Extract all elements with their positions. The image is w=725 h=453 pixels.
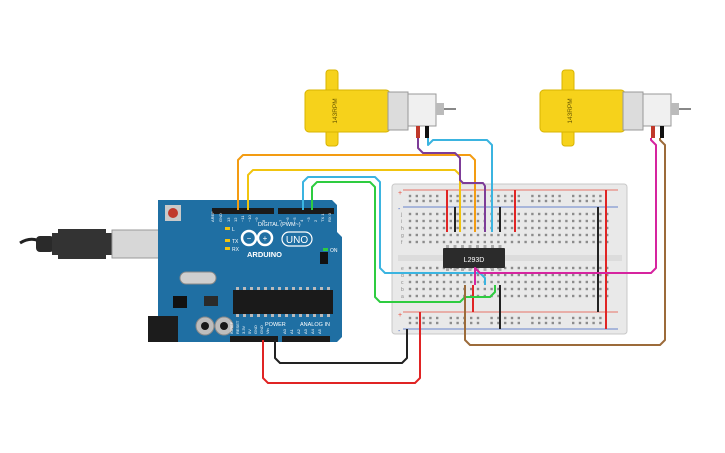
motor-1[interactable]: 143RPM xyxy=(304,69,456,147)
wire-red-5v[interactable] xyxy=(262,312,421,384)
analog-label: ANALOG IN xyxy=(300,322,330,328)
row-letter: f xyxy=(401,240,403,246)
row-letter: d xyxy=(401,273,404,279)
row-letter: i xyxy=(401,219,402,225)
arduino-uno-board[interactable]: − + UNO ARDUINO DIGITAL (PWM~) POWER ANA… xyxy=(19,200,342,342)
power-pin-label: RESET xyxy=(235,320,240,334)
tx-label: TX xyxy=(232,239,239,245)
power-pin-label: A2 xyxy=(296,328,301,334)
wires xyxy=(237,138,666,384)
rail-minus-label-bottom: - xyxy=(398,328,401,335)
motor-2[interactable]: 143RPM xyxy=(539,69,691,147)
power-pin-label: A1 xyxy=(289,328,294,334)
digital-pin-label: RX 0 xyxy=(327,212,332,222)
digital-pin-label: ~10 xyxy=(247,214,252,222)
power-label: POWER xyxy=(265,322,286,328)
motor-2-label: 143RPM xyxy=(567,98,574,123)
wire-yellow[interactable] xyxy=(247,169,461,232)
wire-light-blue-motor[interactable] xyxy=(427,138,493,232)
digital-pin-label: ~9 xyxy=(254,217,259,222)
power-pin-label: GND xyxy=(259,325,264,334)
wire-magenta[interactable] xyxy=(474,138,657,285)
row-letter: c xyxy=(401,280,404,286)
power-pin-label: Vin xyxy=(265,328,270,334)
row-letter: h xyxy=(401,226,404,232)
row-letter: e xyxy=(401,266,404,272)
l293d-chip[interactable]: L293D xyxy=(443,245,505,271)
l-label: L xyxy=(232,227,235,233)
wire-blue[interactable] xyxy=(302,176,486,285)
chip-label: L293D xyxy=(464,257,485,264)
power-pin-label: A4 xyxy=(310,328,315,334)
svg-text:+: + xyxy=(263,234,268,243)
wire-brown[interactable] xyxy=(464,138,666,346)
power-pin-label: A0 xyxy=(282,328,287,334)
digital-pin-label: GND xyxy=(218,213,223,222)
power-pin-label: 3.3V xyxy=(241,325,246,334)
rail-plus-label-bottom: + xyxy=(398,312,402,319)
arduino-logo: − + xyxy=(240,229,274,247)
power-pin-label: A3 xyxy=(303,328,308,334)
motor-1-label: 143RPM xyxy=(332,98,339,123)
digital-pin-label: ~5 xyxy=(292,217,297,222)
row-letter: j xyxy=(400,212,402,218)
digital-pin-label: ~3 xyxy=(306,217,311,222)
digital-pin-label: 8 xyxy=(261,219,266,222)
digital-pin-label: TX 1 xyxy=(320,213,325,222)
digital-pin-label: 12 xyxy=(233,217,238,222)
row-letter: b xyxy=(401,287,404,293)
wire-black-gnd[interactable] xyxy=(274,329,408,364)
wire-orange[interactable] xyxy=(237,154,476,232)
rail-plus-label: + xyxy=(398,190,402,197)
digital-pin-label: 7 xyxy=(278,219,283,222)
digital-label: DIGITAL (PWM~) xyxy=(258,222,301,228)
digital-pin-label: ~11 xyxy=(240,215,245,222)
digital-pin-label: 2 xyxy=(313,219,318,222)
svg-text:−: − xyxy=(247,234,252,243)
power-pin-label: 5V xyxy=(247,329,252,334)
power-pin-label: IOREF xyxy=(229,321,234,334)
rail-minus-label: - xyxy=(398,206,401,213)
digital-pin-label: 4 xyxy=(299,219,304,222)
digital-pin-label: 13 xyxy=(226,217,231,222)
digital-pin-label: ~6 xyxy=(285,217,290,222)
row-letter: g xyxy=(401,233,404,239)
digital-pin-label: AREF xyxy=(210,211,215,222)
power-pin-label: A5 xyxy=(317,328,322,334)
wire-green[interactable] xyxy=(311,181,496,303)
wire-purple[interactable] xyxy=(417,138,486,232)
brand-label: ARDUINO xyxy=(247,250,282,259)
power-pin-label: GND xyxy=(253,325,258,334)
row-letter: a xyxy=(401,294,404,300)
rx-label: RX xyxy=(232,247,240,253)
on-label: ON xyxy=(330,248,338,254)
model-label: UNO xyxy=(286,235,308,246)
